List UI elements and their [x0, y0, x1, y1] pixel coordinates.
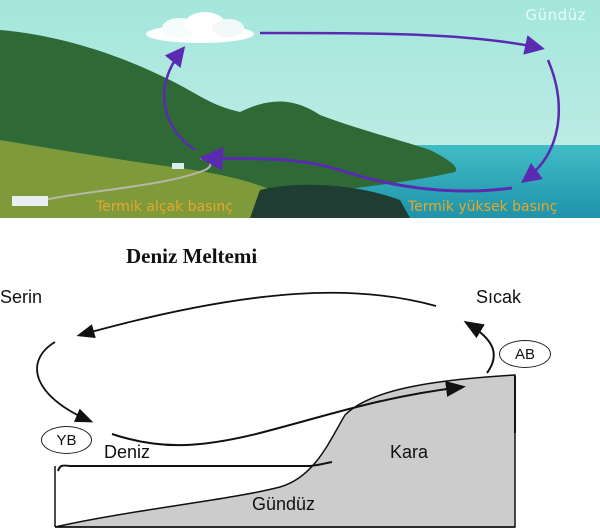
right-ascent-arrow — [463, 320, 495, 374]
daytime-caption: Gündüz — [252, 494, 316, 514]
daytime-label: Gündüz — [525, 6, 586, 24]
sea-breeze-photo: Gündüz Termik alçak basınç Termik yüksek… — [0, 0, 600, 218]
warm-label: Sıcak — [476, 287, 522, 307]
sea-surface-line — [57, 461, 333, 472]
low-pressure-badge: YB — [41, 426, 92, 454]
left-descent-arrow — [36, 341, 94, 423]
cloud-icon — [146, 12, 254, 43]
diagram-title: Deniz Meltemi — [126, 244, 258, 268]
land-label: Kara — [390, 442, 429, 462]
thermal-low-pressure-label: Termik alçak basınç — [96, 199, 233, 215]
circulation-diagram — [36, 291, 516, 528]
thermal-high-pressure-label: Termik yüksek basınç — [408, 199, 558, 215]
high-pressure-badge: AB — [499, 340, 551, 368]
land-shape — [54, 374, 516, 528]
sea-breeze-diagram: Deniz Meltemi Serin Sıcak YB AB Deniz Ka… — [0, 225, 600, 531]
upper-return-arrow — [76, 291, 437, 339]
surface-breeze-arrow — [111, 380, 466, 447]
landscape-illustration — [0, 0, 600, 218]
sea-label: Deniz — [104, 442, 151, 462]
cool-label: Serin — [0, 287, 43, 307]
